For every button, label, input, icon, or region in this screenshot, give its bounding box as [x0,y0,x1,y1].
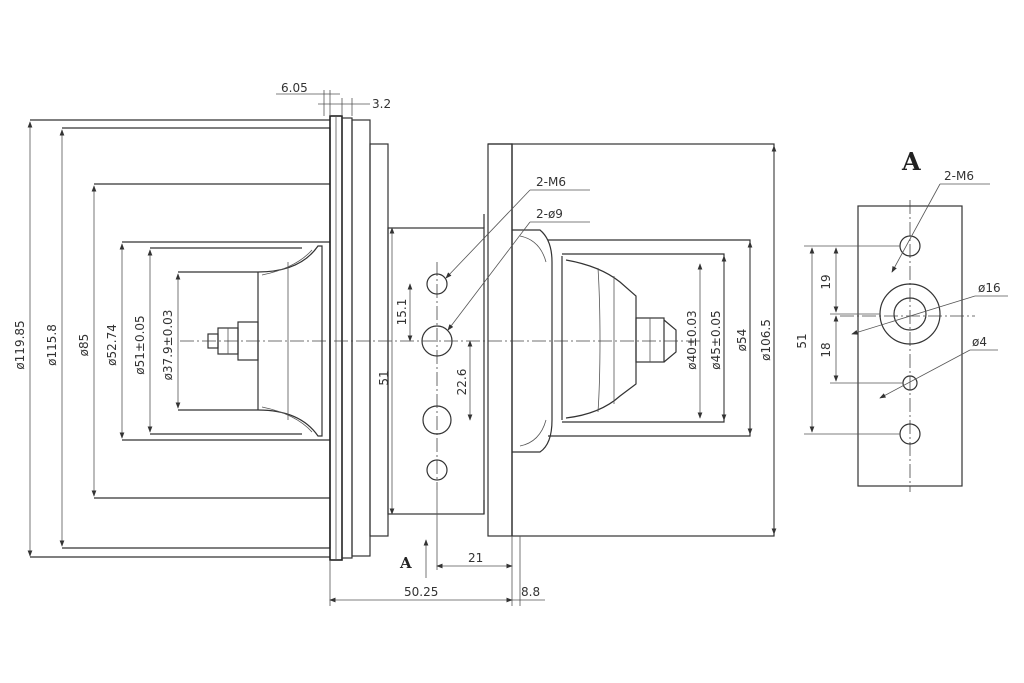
dim-hole-pitch: 15.1 [395,299,409,326]
view-a: A 51 19 18 2-M6 ø16 ø4 [795,147,1008,492]
right-dimensions: ø40±0.03 ø45±0.05 ø54 ø106.5 [685,145,777,535]
dim-od-4: ø52.74 [105,324,119,366]
dim-od-1: ø119.85 [13,320,27,369]
bottom-dimensions: 21 50.25 8.8 A [329,490,545,606]
callout-hole: 2-ø9 [536,207,563,221]
view-a-callout-hole: ø4 [972,335,987,349]
dim-21: 21 [468,551,483,565]
view-a-title: A [901,147,921,176]
view-a-dim-upper: 19 [819,274,833,289]
left-dimensions: ø119.85 ø115.8 ø85 ø52.74 ø51±0.05 ø37.9… [13,121,181,557]
callout-thread: 2-M6 [536,175,566,189]
view-a-callout-thread: 2-M6 [944,169,974,183]
dim-d54: ø54 [735,329,749,352]
dim-block-height: 51 [377,370,391,385]
dim-d45: ø45±0.05 [709,310,723,369]
dim-top-flange: 6.05 [281,81,308,95]
view-a-bore-inner [893,297,927,331]
dim-88: 8.8 [521,585,540,599]
dim-od-2: ø115.8 [45,324,59,366]
top-dimensions: 6.05 3.2 [276,81,391,116]
view-a-dim-height: 51 [795,333,809,348]
dim-hole-offset: 22.6 [455,369,469,396]
dim-od-5: ø51±0.05 [133,315,147,374]
section-label: A [399,554,412,572]
dim-top-gap: 3.2 [372,97,391,111]
center-dimensions: 51 15.1 22.6 2-M6 2-ø9 [377,175,590,515]
view-a-callout-bore: ø16 [978,281,1001,295]
bearing-housing [387,143,513,537]
dim-od-3: ø85 [77,334,91,357]
dim-length: 50.25 [404,585,438,599]
dim-d40: ø40±0.03 [685,310,699,369]
dim-od-6: ø37.9±0.03 [161,310,175,381]
dim-d106: ø106.5 [759,319,773,361]
view-a-dim-lower: 18 [819,342,833,357]
